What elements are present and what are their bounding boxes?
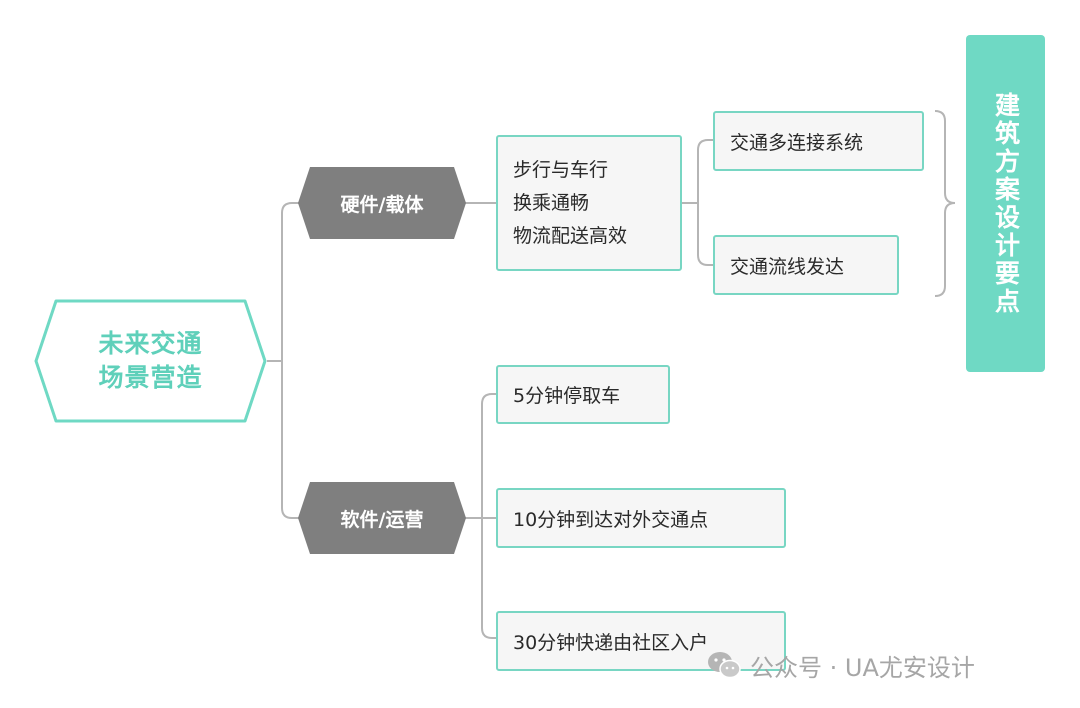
hardware-item-label: 交通多连接系统 [730, 131, 864, 154]
hardware-detail-line: 物流配送高效 [513, 224, 628, 247]
root-hexagon-shape [34, 299, 267, 423]
hardware-detail-box: 步行与车行 换乘通畅 物流配送高效 [496, 135, 682, 271]
hardware-item: 交通流线发达 [713, 235, 899, 295]
root-node: 未来交通 场景营造 [34, 299, 267, 423]
software-item: 30分钟快递由社区入户 [496, 611, 786, 671]
root-label: 未来交通 场景营造 [98, 329, 203, 392]
wechat-icon [708, 652, 741, 679]
branch-software: 软件/运营 [298, 482, 466, 554]
side-panel-label: 建筑方案设计要点 [991, 91, 1021, 316]
hardware-item-label: 交通流线发达 [730, 255, 845, 278]
hardware-item: 交通多连接系统 [713, 111, 924, 171]
software-item-label: 10分钟到达对外交通点 [513, 508, 709, 531]
branch-hardware: 硬件/载体 [298, 167, 466, 239]
hardware-detail-line: 步行与车行 [513, 158, 609, 181]
watermark-text: 公众号 · UA尤安设计 [750, 653, 975, 682]
hardware-detail-line: 换乘通畅 [513, 191, 590, 214]
software-item: 10分钟到达对外交通点 [496, 488, 786, 548]
branch-software-label: 软件/运营 [340, 508, 424, 531]
branch-hardware-label: 硬件/载体 [340, 193, 424, 216]
watermark: 公众号 · UA尤安设计 [706, 644, 975, 686]
software-item-label: 30分钟快递由社区入户 [513, 631, 709, 654]
side-panel: 建筑方案设计要点 [966, 35, 1045, 372]
software-item: 5分钟停取车 [496, 365, 670, 424]
software-item-label: 5分钟停取车 [513, 385, 621, 407]
